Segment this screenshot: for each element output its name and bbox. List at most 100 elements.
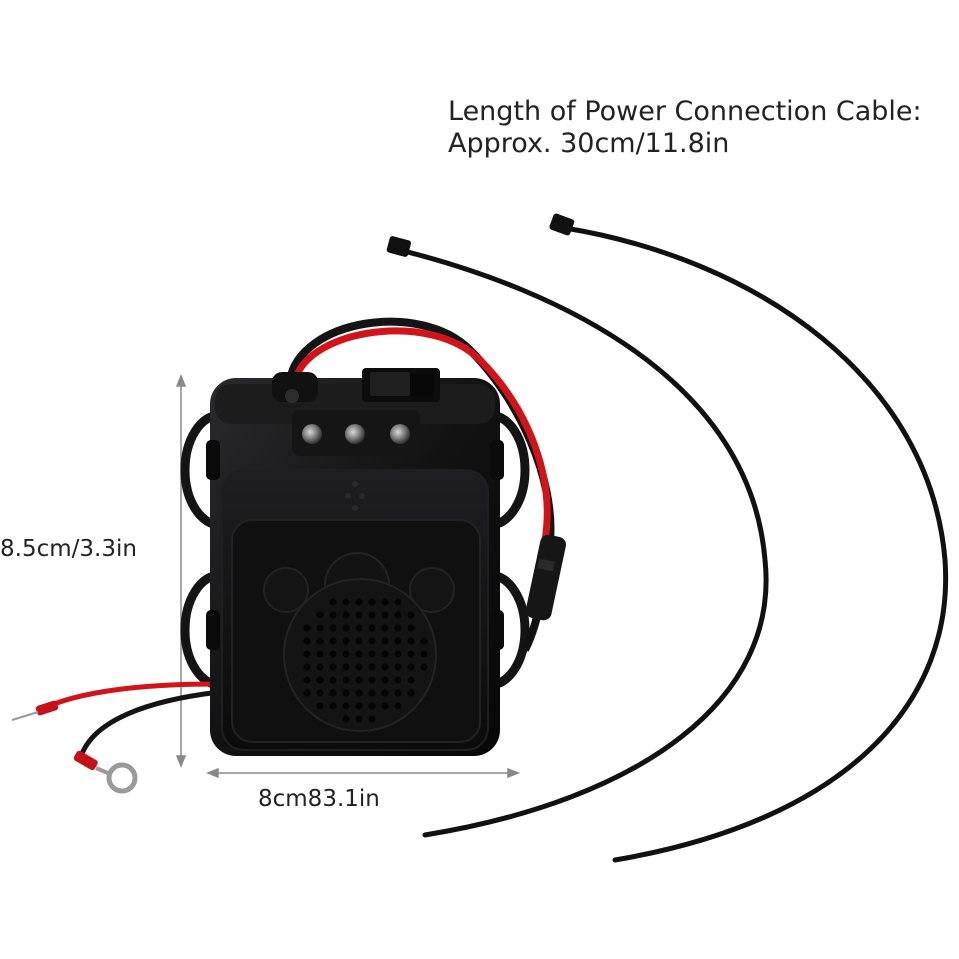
speaker-hole [355,598,363,606]
speaker-hole [316,650,324,658]
speaker-hole [381,598,389,606]
cable-length-caption: Length of Power Connection Cable: Approx… [448,96,922,160]
speaker-hole [355,676,363,684]
speaker-hole [394,663,402,671]
speaker-hole [329,676,337,684]
speaker-hole [368,598,376,606]
speaker-hole [342,663,350,671]
speaker-hole [368,650,376,658]
speaker-hole [381,611,389,619]
speaker-hole [303,624,311,632]
speaker-holes [303,598,428,723]
speaker-hole [342,650,350,658]
speaker-hole [355,715,363,723]
height-dimension-label: 8.5cm/3.3in [0,536,137,562]
microphone-holes [345,481,365,511]
ring-terminal-icon [73,750,138,794]
speaker-hole [381,689,389,697]
speaker-hole [342,598,350,606]
speaker-hole [342,624,350,632]
indicator-light-2 [345,424,365,444]
cable-tie-right [549,213,949,863]
fuse-holder [521,534,566,652]
speaker-hole [381,624,389,632]
speaker-hole [407,611,415,619]
speaker-hole [342,611,350,619]
speaker-hole [342,702,350,710]
width-dimension-arrow [205,767,521,779]
speaker-hole [316,611,324,619]
speaker-hole [394,689,402,697]
indicator-light-3 [390,424,410,444]
speaker-hole [420,637,428,645]
speaker-hole [303,637,311,645]
speaker-hole [407,650,415,658]
speaker-hole [355,702,363,710]
speaker-hole [303,676,311,684]
speaker-hole [329,611,337,619]
speaker-hole [355,624,363,632]
speaker-hole [407,637,415,645]
speaker-hole [381,650,389,658]
cable-gland [272,372,318,403]
speaker-hole [329,637,337,645]
speaker-hole [316,676,324,684]
speaker-hole [342,689,350,697]
speaker-hole [394,650,402,658]
speaker-hole [342,676,350,684]
speaker-hole [329,624,337,632]
speaker-hole [329,689,337,697]
speaker-hole [420,663,428,671]
speaker-hole [368,676,376,684]
speaker-hole [368,689,376,697]
speaker-hole [329,598,337,606]
speaker-hole [355,637,363,645]
speaker-hole [394,624,402,632]
rocker-switch-icon [362,368,440,402]
speaker-hole [368,702,376,710]
speaker-hole [407,689,415,697]
speaker-hole [316,702,324,710]
speaker-hole [316,663,324,671]
speaker-hole [303,650,311,658]
indicator-light-1 [302,424,322,444]
speaker-hole [329,702,337,710]
speaker-hole [355,650,363,658]
speaker-hole [368,624,376,632]
power-wires-top [286,317,555,544]
width-dimension-label: 8cm83.1in [258,786,380,812]
cable-tie-left [386,236,769,838]
speaker-hole [381,676,389,684]
speaker-hole [381,637,389,645]
speaker-hole [381,663,389,671]
speaker-hole [316,637,324,645]
speaker-hole [381,702,389,710]
speaker-hole [368,715,376,723]
speaker-hole [342,715,350,723]
speaker-hole [368,611,376,619]
speaker-hole [329,650,337,658]
indicator-panel [292,410,420,456]
speaker-hole [394,598,402,606]
speaker-hole [407,624,415,632]
speaker-hole [303,689,311,697]
crimp-terminal-icon [11,700,59,721]
speaker-hole [394,702,402,710]
speaker-hole [316,689,324,697]
speaker-hole [355,663,363,671]
speaker-hole [368,663,376,671]
speaker-hole [355,689,363,697]
speaker-hole [368,637,376,645]
caption-line-1: Length of Power Connection Cable: [448,96,922,127]
speaker-hole [316,624,324,632]
speaker-hole [303,663,311,671]
speaker-hole [355,611,363,619]
speaker-hole [329,663,337,671]
caption-line-2: Approx. 30cm/11.8in [448,128,730,159]
speaker-hole [407,663,415,671]
speaker-hole [394,637,402,645]
speaker-hole [394,611,402,619]
speaker-hole [394,676,402,684]
device-feet [206,440,504,650]
